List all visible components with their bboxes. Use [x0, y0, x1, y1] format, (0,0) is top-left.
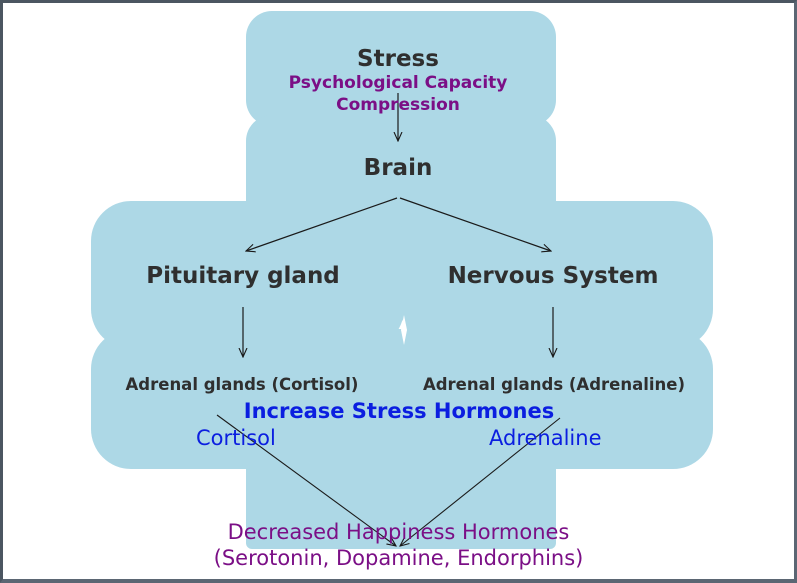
happiness-line2: (Serotonin, Dopamine, Endorphins)	[213, 546, 584, 570]
nervous-title: Nervous System	[447, 263, 659, 289]
pituitary-title: Pituitary gland	[146, 263, 340, 289]
notch-gap	[401, 315, 407, 345]
cortisol-label: Cortisol	[196, 426, 276, 450]
stress-title: Stress	[357, 46, 439, 72]
brain-title: Brain	[363, 155, 433, 181]
adrenaline-label: Adrenaline	[489, 426, 602, 450]
stress-subtitle-line2: Compression	[336, 95, 460, 115]
stress-subtitle-line1: Psychological Capacity	[288, 73, 508, 93]
adrenal-cortisol-title: Adrenal glands (Cortisol)	[125, 375, 359, 394]
adrenal-adrenaline-title: Adrenal glands (Adrenaline)	[422, 375, 686, 394]
stress-node-shape	[246, 11, 556, 126]
happiness-line1: Decreased Happiness Hormones	[227, 520, 570, 544]
stress-hormones-title: Increase Stress Hormones	[243, 399, 555, 423]
